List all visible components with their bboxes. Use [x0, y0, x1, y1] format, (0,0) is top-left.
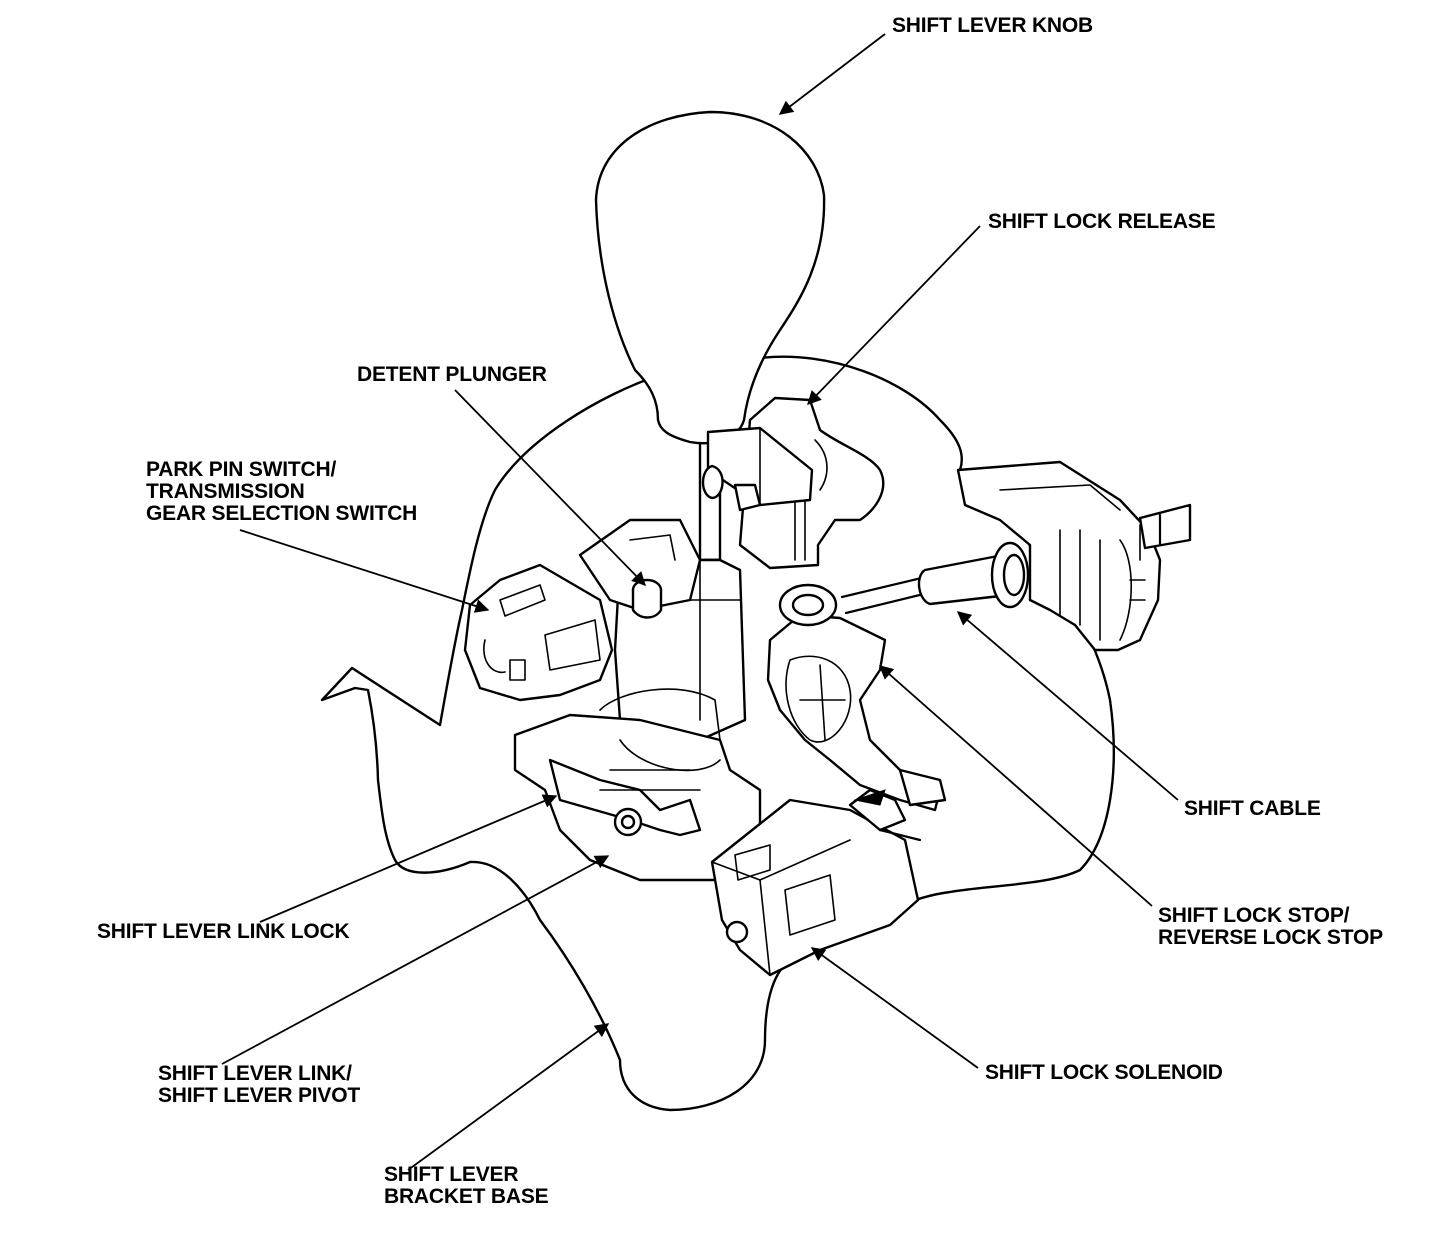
label-shift-lever-link-pivot: SHIFT LEVER LINK/ SHIFT LEVER PIVOT: [158, 1063, 360, 1107]
leader-solenoid: [810, 947, 979, 1069]
label-shift-lock-release: SHIFT LOCK RELEASE: [988, 210, 1216, 233]
label-line: TRANSMISSION: [146, 480, 305, 503]
shift-cable-line-b: [844, 590, 934, 615]
leader-lock-release: [807, 225, 981, 406]
shift-cable-line: [840, 574, 932, 599]
knob-outline: [594, 110, 826, 445]
link-lock: [548, 758, 702, 837]
label-shift-lock-solenoid: SHIFT LOCK SOLENOID: [985, 1061, 1223, 1084]
label-line: BRACKET BASE: [384, 1185, 549, 1208]
solenoid-bolt: [725, 920, 749, 944]
label-shift-cable: SHIFT CABLE: [1184, 797, 1321, 820]
leader-detent: [454, 389, 646, 587]
leader-lock-stop: [878, 665, 1153, 907]
label-line: SHIFT LEVER PIVOT: [158, 1084, 360, 1107]
label-line: SHIFT LEVER: [384, 1163, 519, 1186]
cable-bracket: [956, 460, 1162, 652]
label-shift-lever-knob: SHIFT LEVER KNOB: [892, 14, 1093, 37]
label-park-pin-switch: PARK PIN SWITCH/ TRANSMISSION GEAR SELEC…: [146, 459, 417, 525]
leader-shift-cable: [956, 611, 1179, 801]
label-line: PARK PIN SWITCH/: [146, 458, 337, 481]
label-line: GEAR SELECTION SWITCH: [146, 502, 418, 525]
switch-connector: [578, 518, 702, 612]
label-shift-lock-stop: SHIFT LOCK STOP/ REVERSE LOCK STOP: [1158, 905, 1383, 949]
label-line: SHIFT LEVER LINK/: [158, 1062, 352, 1085]
leader-park-switch: [239, 529, 490, 613]
label-bracket-base: SHIFT LEVER BRACKET BASE: [384, 1163, 549, 1208]
label-line: SHIFT LOCK STOP/: [1158, 904, 1350, 927]
leader-link-lock: [259, 794, 558, 923]
cable-end: [1138, 503, 1192, 550]
leader-knob: [778, 33, 886, 115]
leader-link-pivot: [221, 855, 610, 1065]
label-shift-lever-link-lock: SHIFT LEVER LINK LOCK: [97, 920, 350, 943]
label-detent-plunger: DETENT PLUNGER: [357, 363, 547, 386]
label-line: REVERSE LOCK STOP: [1158, 926, 1383, 949]
leader-bracket: [407, 1023, 610, 1171]
